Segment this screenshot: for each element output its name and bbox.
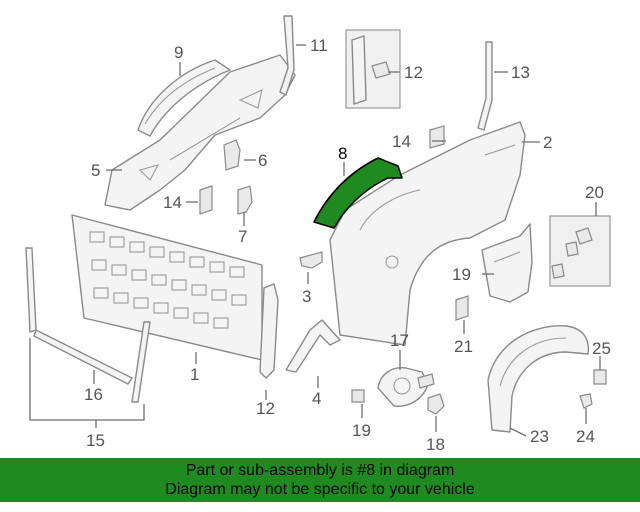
callout-16: 16 bbox=[84, 385, 103, 404]
callout-12: 12 bbox=[404, 63, 423, 82]
callout-8: 8 bbox=[338, 144, 347, 163]
part-2-outer-side-panel bbox=[329, 121, 526, 346]
diagram-notice-banner: Part or sub-assembly is #8 in diagram Di… bbox=[0, 458, 640, 502]
callout-17: 17 bbox=[390, 331, 409, 350]
part-17-fuel-door bbox=[377, 367, 435, 407]
callout-22: 21 bbox=[454, 337, 473, 356]
callout-11: 11 bbox=[310, 36, 328, 55]
callout-25: 25 bbox=[592, 339, 611, 358]
notice-line-1: Part or sub-assembly is #8 in diagram bbox=[185, 462, 455, 479]
part-12-bracket-group bbox=[345, 29, 401, 109]
leader-lines bbox=[29, 44, 601, 437]
callout-14-lower: 14 bbox=[163, 193, 182, 212]
callout-13: 13 bbox=[511, 63, 530, 82]
part-11-pillar-trim bbox=[279, 15, 295, 96]
part-24-pushpin bbox=[579, 393, 593, 409]
callout-15: 15 bbox=[86, 431, 105, 450]
callout-7: 7 bbox=[238, 227, 247, 246]
part-6-bracket bbox=[223, 139, 241, 171]
callout-4: 4 bbox=[312, 389, 321, 408]
callout-21: 20 bbox=[585, 183, 604, 202]
part-4-bracket bbox=[285, 319, 341, 373]
part-19-bolt bbox=[351, 389, 365, 403]
callout-3: 3 bbox=[302, 287, 311, 306]
part-3-clip bbox=[299, 251, 323, 269]
part-5-inner-side-panel bbox=[104, 54, 296, 211]
parts-diagram: 9 5 6 14 7 11 12 13 14 2 8 20 19 3 21 17… bbox=[25, 15, 611, 454]
callout-23: 23 bbox=[530, 427, 549, 446]
part-25-clip bbox=[593, 369, 607, 385]
callout-6: 6 bbox=[258, 151, 267, 170]
part-21-fastener-group bbox=[549, 215, 611, 287]
part-15-rails bbox=[25, 247, 151, 403]
part-1-front-panel bbox=[71, 214, 263, 361]
part-23-wheelhouse-liner bbox=[487, 325, 590, 433]
part-9-wheelhouse-inner bbox=[137, 59, 231, 137]
callout-20: 19 bbox=[452, 265, 471, 284]
callout-2: 2 bbox=[543, 133, 552, 152]
part-13-corner-trim bbox=[477, 41, 493, 131]
part-7-bracket bbox=[237, 185, 253, 215]
callout-5: 5 bbox=[91, 161, 100, 180]
part-14-patch-upper bbox=[429, 125, 445, 149]
callout-24: 24 bbox=[576, 427, 595, 446]
callout-9: 9 bbox=[174, 43, 183, 62]
callout-18: 18 bbox=[426, 435, 445, 454]
notice-line-2: Diagram may not be specific to your vehi… bbox=[165, 481, 475, 498]
part-14-patch-lower bbox=[199, 185, 213, 215]
part-8-highlighted bbox=[313, 157, 403, 229]
part-18-bolt bbox=[427, 393, 445, 415]
callout-10: 12 bbox=[256, 399, 275, 418]
part-22-patch bbox=[455, 295, 469, 321]
part-10-post bbox=[259, 283, 279, 379]
callout-labels: 9 5 6 14 7 11 12 13 14 2 8 20 19 3 21 17… bbox=[84, 36, 611, 454]
callout-19: 19 bbox=[352, 421, 371, 440]
part-20-splash-shield bbox=[481, 223, 533, 303]
callout-14-upper: 14 bbox=[392, 132, 411, 151]
callout-1: 1 bbox=[190, 365, 199, 384]
